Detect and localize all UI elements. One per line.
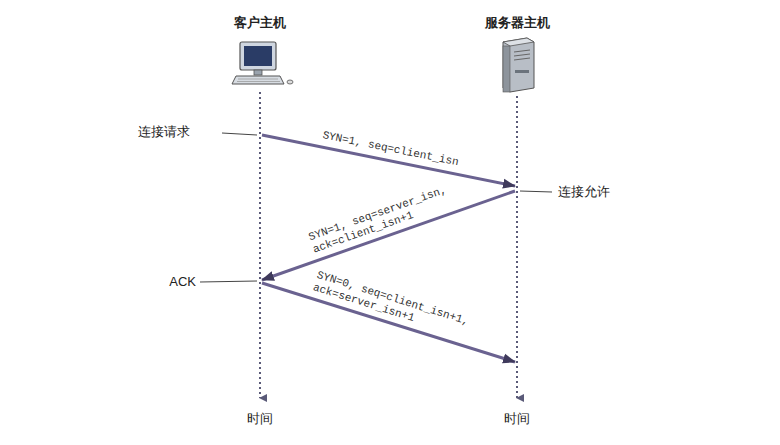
leader-line [520, 191, 552, 192]
annotation-label: 时间 [504, 410, 530, 428]
annotation-label: 连接请求 [138, 123, 190, 141]
message-label: SYN=1, seq=client_isn [319, 129, 461, 170]
host-title: 服务器主机 [483, 14, 552, 32]
host-column: 服务器主机 [483, 14, 552, 32]
client-timeline [259, 92, 261, 398]
server-timeline [516, 96, 518, 398]
computer-icon [232, 42, 293, 84]
annotation-label: ACK [169, 274, 196, 289]
host-title: 客户主机 [232, 14, 288, 32]
leader-line [222, 133, 257, 135]
leader-line [200, 281, 257, 282]
server-icon [503, 38, 534, 92]
annotation-label: 时间 [247, 410, 273, 428]
annotation-label: 连接允许 [558, 183, 610, 201]
host-column: 客户主机 [232, 14, 288, 32]
